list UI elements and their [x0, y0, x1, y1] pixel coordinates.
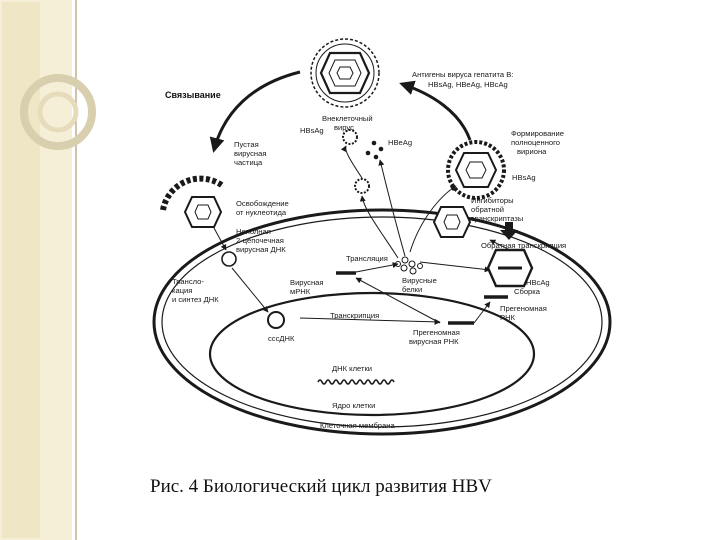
assembly-capsid: [486, 248, 534, 288]
label-pregenomic-rna-bottom-1: Прегеномная: [413, 328, 460, 337]
label-translocation-3: и синтез ДНК: [172, 295, 219, 304]
cell-dna-wave: [317, 379, 395, 385]
label-inhibitors-1: Ингибиторы: [471, 196, 514, 205]
label-extracellular-virus-2: вирус: [334, 123, 354, 132]
complete-virion: [446, 140, 506, 200]
label-viral-proteins-1: Вирусные: [402, 276, 437, 285]
label-pregenomic-rna-right-1: Прегеномная: [500, 304, 547, 313]
inhibitor-arrow: [500, 222, 518, 240]
label-cell-dna: ДНК клетки: [332, 364, 372, 373]
cell-membrane: [152, 208, 612, 436]
label-cccdna: сссДНК: [268, 334, 295, 343]
label-complete-virion-2: полноценного: [511, 138, 560, 147]
label-assembly: Сборка: [514, 287, 541, 296]
label-viral-proteins-2: белки: [402, 285, 422, 294]
label-inhibitors-2: обратной: [471, 205, 504, 214]
cccdna-circle: [267, 311, 285, 329]
label-translocation-2: кация: [172, 286, 192, 295]
viral-proteins-cluster: [395, 256, 423, 275]
label-binding: Связывание: [165, 90, 221, 100]
label-hbeag: HBeAg: [388, 138, 412, 147]
label-reverse-transcription: Обратная транскрипция: [481, 241, 566, 250]
label-empty-particle-2: вирусная: [234, 149, 266, 158]
label-inhibitors-3: транскриптазы: [471, 214, 523, 223]
label-hbsag-right: HBsAg: [512, 173, 536, 182]
extracellular-virus: [310, 38, 380, 108]
label-hbsag-top: HBsAg: [300, 126, 324, 135]
frame-circle-inner: [37, 91, 79, 133]
label-partial-dna-3: вирусная ДНК: [236, 245, 286, 254]
label-pregenomic-rna-right-2: РНК: [500, 313, 516, 322]
frame-circle: [20, 74, 96, 150]
label-release-2: от нуклеотида: [236, 208, 287, 217]
figure-caption: Рис. 4 Биологический цикл развития HBV: [150, 476, 492, 497]
label-empty-particle-3: частица: [234, 158, 263, 167]
label-antigens-1: Антигены вируса гепатита В:: [412, 70, 513, 79]
label-pregenomic-rna-bottom-2: вирусная РНК: [409, 337, 459, 346]
label-cell-membrane: Клеточная мембрана: [320, 421, 395, 430]
label-viral-mrna-2: мРНК: [290, 287, 311, 296]
core-particle: [432, 206, 472, 238]
empty-particle-inside: [354, 178, 370, 194]
label-translation: Трансляция: [346, 254, 388, 263]
hbeag-dots: [365, 140, 384, 160]
label-hbcag: HBcAg: [526, 278, 550, 287]
label-antigens-2: HBsAg, HBeAg, HBcAg: [428, 80, 508, 89]
label-complete-virion-1: Формирование: [511, 129, 564, 138]
label-cell-nucleus: Ядро клетки: [332, 401, 375, 410]
label-release-1: Освобождение: [236, 199, 289, 208]
label-partial-dna-1: Неполная: [236, 227, 271, 236]
hbsag-particle-top: [342, 129, 358, 145]
label-translocation-1: Трансло-: [172, 277, 204, 286]
label-extracellular-virus-1: Внеклеточный: [322, 114, 373, 123]
label-complete-virion-3: вириона: [517, 147, 547, 156]
release-arrow: [399, 80, 472, 141]
label-transcription: Транскрипция: [330, 311, 379, 320]
binding-arrow: [209, 70, 301, 153]
diagram-labels: Связывание Внеклеточный вирус Антигены в…: [165, 70, 566, 430]
label-partial-dna-2: 2-цепочечная: [236, 236, 284, 245]
pathway-arrows: [213, 145, 511, 325]
label-viral-mrna-1: Вирусная: [290, 278, 323, 287]
label-empty-particle-1: Пустая: [234, 140, 259, 149]
partial-dna-circle: [221, 251, 237, 267]
virus-entry: [160, 175, 225, 228]
cell-nucleus: [208, 291, 536, 417]
